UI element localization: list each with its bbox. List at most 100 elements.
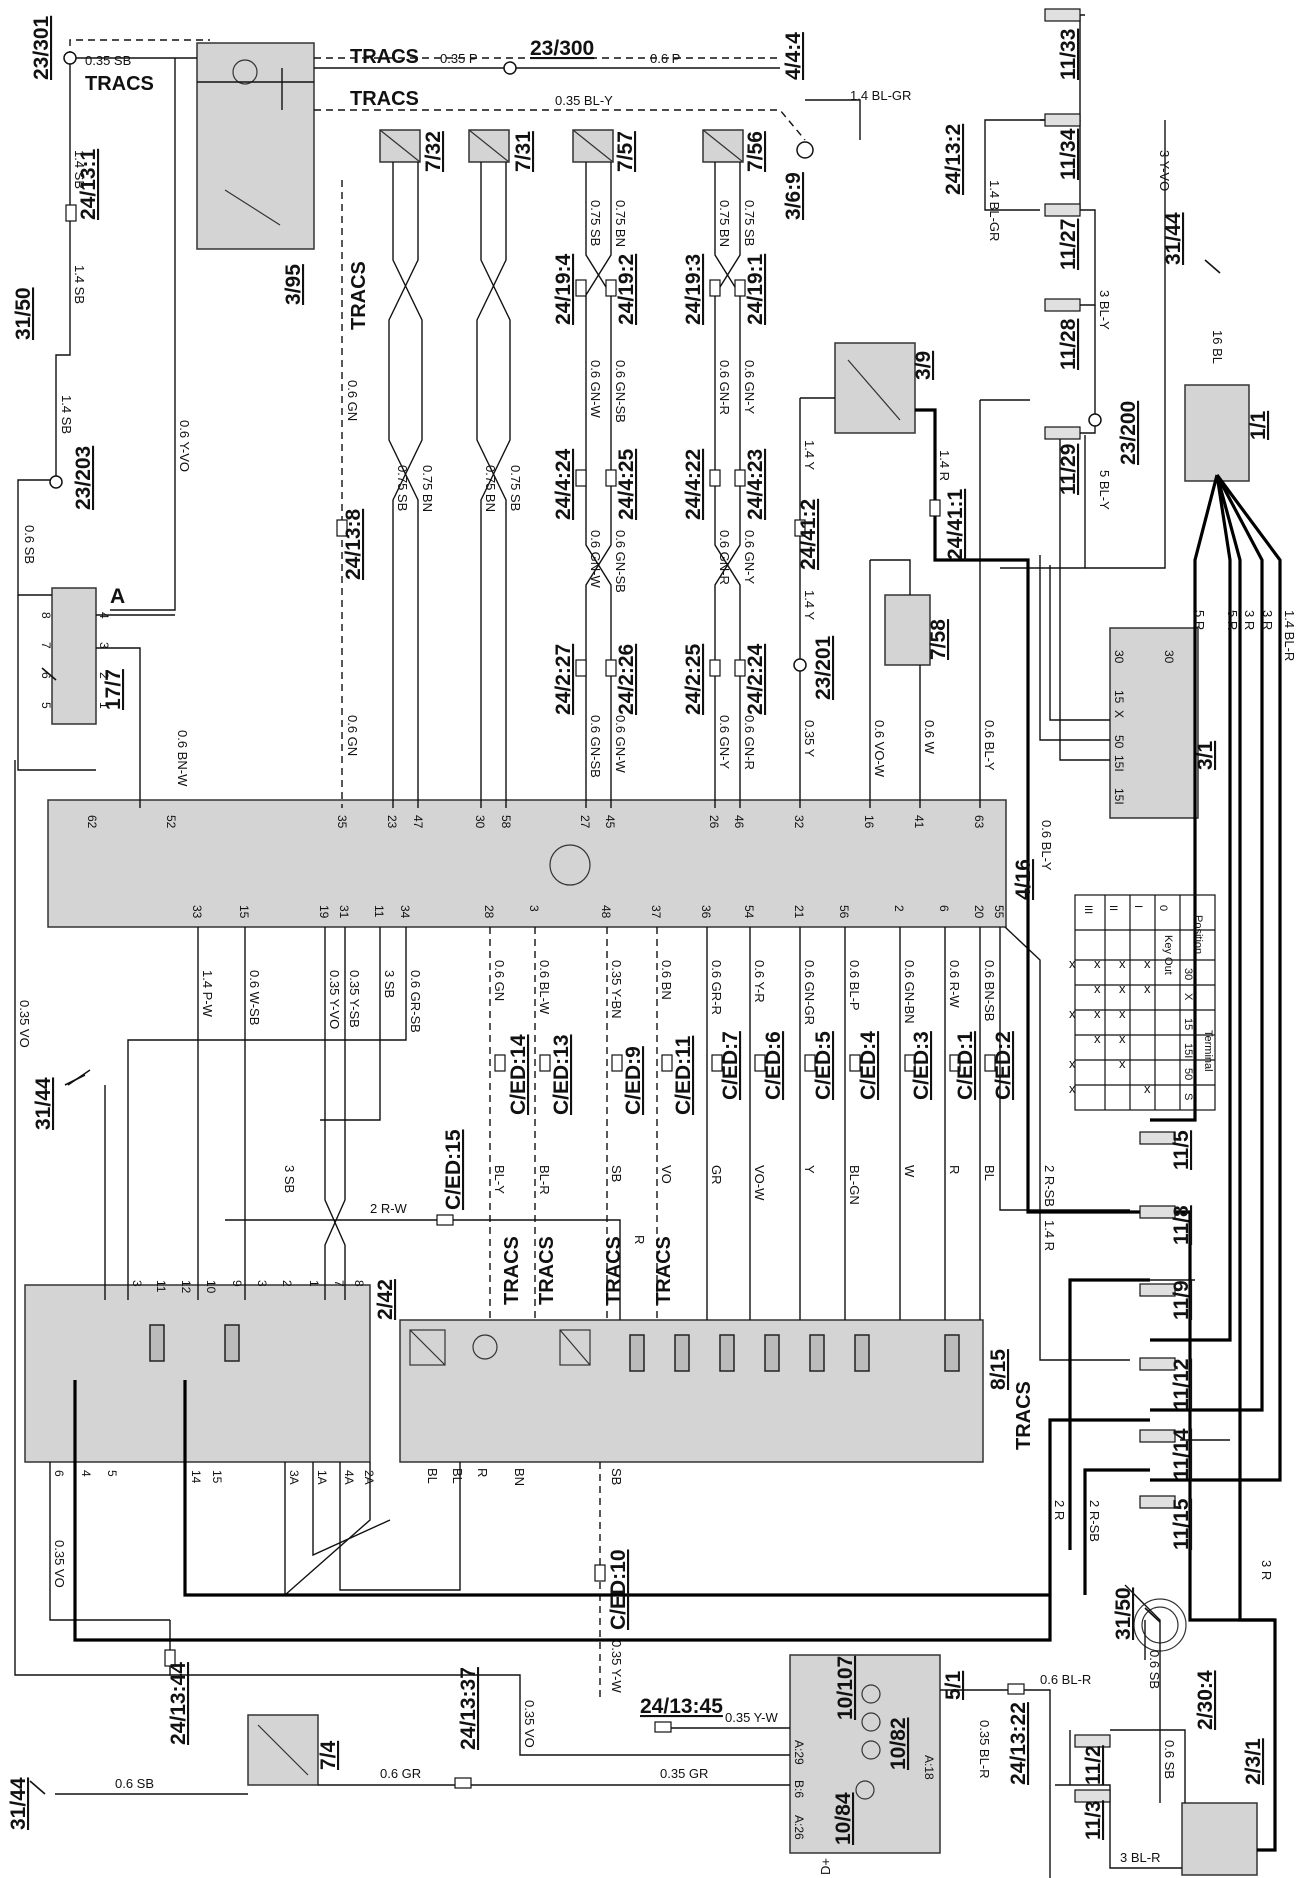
label-17-7: 17/7 [102, 669, 125, 710]
wire-06p: 0.6 P [650, 51, 680, 66]
label-connector-a: A [110, 585, 125, 608]
pin-4-16-bot: 11 [372, 905, 386, 918]
wire-06gnR-c: 0.6 GN-R [742, 715, 757, 770]
pin-3-1: 15I [1112, 788, 1126, 805]
label-11-5: 11/5 [1170, 1130, 1193, 1170]
module-2-3-1 [1181, 1802, 1258, 1876]
wire-r-c: R [475, 1468, 490, 1477]
wire-06bn: 0.6 BN [659, 960, 674, 1000]
wire-2rSb-b: 2 R-SB [1087, 1500, 1102, 1542]
pin-2-42-bot: 5 [105, 1470, 119, 1477]
label-11-12: 11/12 [1170, 1359, 1193, 1410]
wires-thick [73, 408, 1282, 1852]
pin-4-16-top: 58 [499, 815, 513, 829]
label-11-2: 11/2 [1082, 1745, 1105, 1785]
label-ced-4: C/ED:4 [857, 1031, 880, 1100]
label-23-203: 23/203 [72, 446, 95, 510]
pin-2-42-bot: 4 [79, 1470, 93, 1477]
key-table-col: 15I [1182, 1043, 1194, 1058]
key-table-mark: x [1119, 1056, 1126, 1071]
tracs-label-6: TRACS [536, 1236, 558, 1305]
wire-035yW: 0.35 Y-W [609, 1640, 624, 1693]
wire-035gr: 0.35 GR [660, 1766, 708, 1781]
wire-06sb-b: 0.6 SB [115, 1776, 154, 1791]
pin-4-16-top: 26 [707, 815, 721, 829]
label-ced-5: C/ED:5 [812, 1031, 835, 1100]
wire-3yVo: 3 Y-VO [1157, 150, 1172, 191]
pin-2-42-top: 1 [307, 1280, 321, 1287]
key-table: Position Terminal Key Out 30 X 15 15I 50… [1082, 905, 1214, 1100]
module-2-42 [24, 1284, 371, 1463]
wire-075sb-a: 0.75 SB [395, 465, 410, 511]
module-3-95 [196, 42, 315, 250]
wire-3sb-b: 3 SB [282, 1165, 297, 1193]
label-24-13-8: 24/13:8 [342, 508, 365, 580]
wire-075bn-b: 0.75 BN [483, 465, 498, 512]
pin-2-42-top: 11 [154, 1280, 168, 1293]
wire-sb-b: SB [609, 1468, 624, 1485]
wire-035vo-a: 0.35 VO [52, 1540, 67, 1588]
key-table-position: Position [1192, 915, 1204, 954]
wire-bn: BN [512, 1468, 527, 1486]
label-8-15: 8/15 [987, 1349, 1010, 1390]
wire-06voW: 0.6 VO-W [872, 720, 887, 778]
label-24-41-2: 24/41:2 [797, 499, 820, 570]
wire-06gnGr: 0.6 GN-GR [802, 960, 817, 1025]
wire-blGn: BL-GN [847, 1165, 862, 1205]
label-11-3: 11/3 [1082, 1800, 1105, 1840]
key-table-mark: x [1094, 1006, 1101, 1021]
key-table-col: X [1182, 993, 1194, 1001]
wire-06sb-c: 0.6 SB [1147, 1650, 1162, 1689]
pin-17-7-left: 7 [39, 642, 53, 649]
wire-06yR: 0.6 Y-R [752, 960, 767, 1003]
pin-2-42-top: 3 [130, 1280, 144, 1287]
wire-2rW: 2 R-W [370, 1201, 408, 1216]
label-23-301: 23/301 [30, 15, 53, 80]
label-11-29: 11/29 [1057, 444, 1080, 495]
wire-14sb-c: 1.4 SB [59, 395, 74, 434]
label-7-4: 7/4 [317, 1740, 340, 1770]
label-11-9: 11/9 [1170, 1280, 1193, 1320]
label-11-34: 11/34 [1057, 128, 1080, 180]
pin-2-42-bot: 15 [210, 1470, 224, 1484]
pin-17-7-right: 1 [97, 702, 111, 709]
label-7-56: 7/56 [744, 131, 767, 172]
pin-3-1: 15 [1112, 690, 1126, 704]
pin-2-42-top: 8 [352, 1280, 366, 1287]
label-7-31: 7/31 [512, 131, 535, 172]
wire-06sb-d: 0.6 SB [1162, 1740, 1177, 1779]
label-31-44-top: 31/44 [1162, 212, 1185, 265]
key-table-mark: x [1069, 956, 1076, 971]
label-ced-2: C/ED:2 [992, 1031, 1015, 1100]
label-24-19-2: 24/19:2 [615, 254, 638, 325]
label-24-19-1: 24/19:1 [744, 253, 767, 325]
key-table-mark: x [1069, 1006, 1076, 1021]
wire-035y: 0.35 Y [802, 720, 817, 758]
pin-5-1: B:6 [792, 1780, 806, 1798]
label-ced-9: C/ED:9 [622, 1046, 645, 1115]
wire-vo: VO [659, 1165, 674, 1184]
connector-17-7 [51, 587, 97, 725]
label-24-19-3: 24/19:3 [682, 254, 705, 325]
wire-gr: GR [709, 1165, 724, 1185]
label-10-84: 10/84 [832, 1792, 855, 1845]
wire-035vo-left: 0.35 VO [17, 1000, 32, 1048]
label-4-16: 4/16 [1012, 859, 1035, 900]
wires-lower [14, 760, 1230, 1878]
wire-035sb-top: 0.35 SB [85, 53, 131, 68]
pin-2-42-top: 7 [332, 1280, 346, 1287]
fuses [1044, 8, 1176, 1803]
label-ced-11: C/ED:11 [672, 1035, 695, 1115]
pin-2-42-bot: 14 [189, 1470, 203, 1484]
wire-075bn-d: 0.75 BN [717, 200, 732, 247]
label-ced-14: C/ED:14 [507, 1034, 530, 1115]
wire-14sb-a: 1.4 SB [72, 150, 87, 189]
key-table-mark: x [1144, 956, 1151, 971]
tracs-labels: TRACS TRACS TRACS TRACS TRACS TRACS TRAC… [85, 46, 1035, 1450]
wire-5blY: 5 BL-Y [1097, 470, 1112, 510]
pin-4-16-top: 23 [385, 815, 399, 829]
label-11-27: 11/27 [1057, 219, 1080, 270]
pin-4-16-bot: 56 [837, 905, 851, 919]
label-11-14: 11/14 [1170, 1428, 1193, 1480]
key-table-mark: x [1119, 1031, 1126, 1046]
